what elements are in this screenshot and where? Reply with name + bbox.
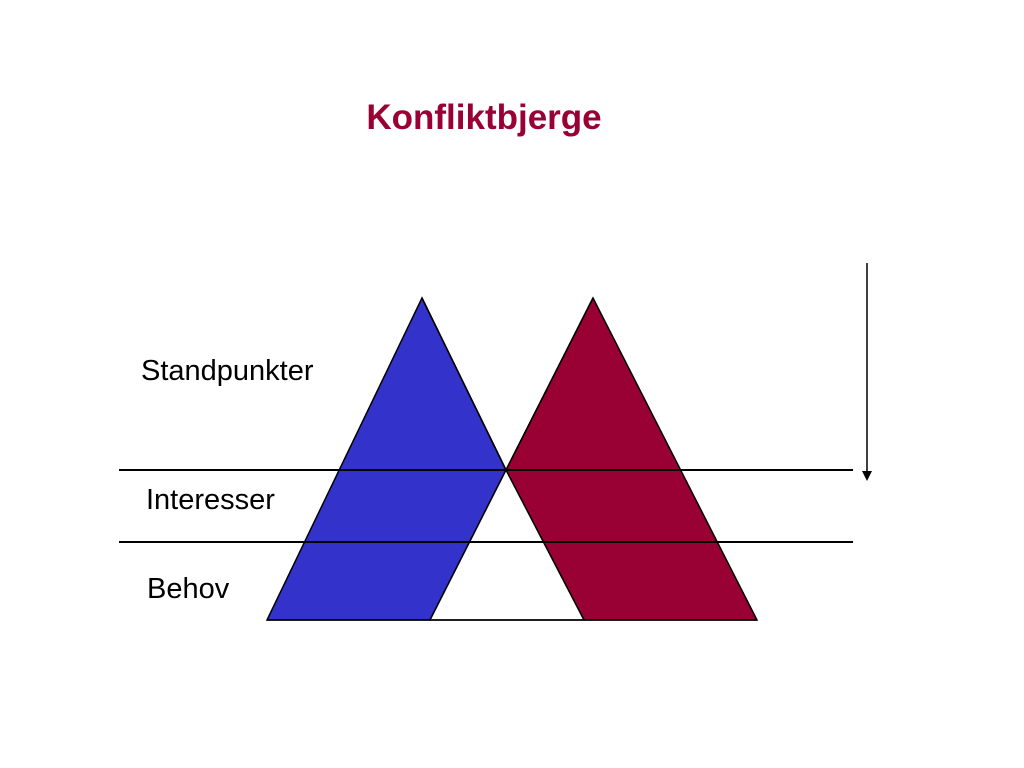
level-label-behov: Behov [147, 573, 230, 605]
level-label-standpunkter: Standpunkter [141, 355, 314, 387]
level-label-interesser: Interesser [146, 484, 275, 516]
arrow-down-icon [862, 471, 872, 481]
left-mountain-inner-edge [421, 297, 507, 471]
slide-title: Konfliktbjerge [366, 98, 602, 137]
right-mountain-inner-edge [505, 297, 594, 471]
